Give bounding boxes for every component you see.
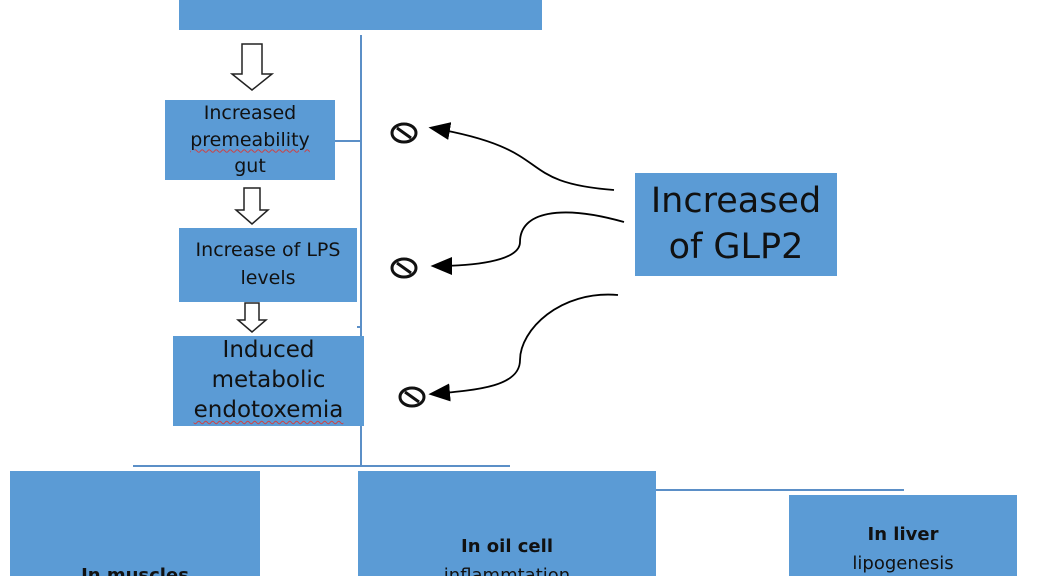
lps-line-1: Increase of LPS bbox=[195, 239, 341, 262]
muscles-box: In muscles bbox=[10, 471, 260, 576]
permeability-box: Increased premeability gut bbox=[165, 100, 335, 180]
liver-detail: lipogenesis bbox=[852, 552, 954, 574]
oil-cell-detail: inflammtation bbox=[443, 564, 571, 576]
glp2-box: Increased of GLP2 bbox=[635, 173, 837, 276]
glp2-line-1: Increased bbox=[650, 181, 822, 221]
glp2-line-2: of GLP2 bbox=[668, 226, 804, 267]
prohibited-icon bbox=[390, 122, 418, 144]
endotoxemia-line-3: endotoxemia bbox=[193, 396, 344, 423]
prohibited-icon bbox=[390, 257, 418, 279]
hollow-down-arrow-icon bbox=[234, 187, 270, 225]
permeability-line-3: gut bbox=[234, 155, 266, 178]
top-box bbox=[179, 0, 542, 30]
prohibited-icon bbox=[398, 386, 426, 408]
endotoxemia-line-2: metabolic bbox=[211, 367, 326, 394]
hollow-down-arrow-icon bbox=[229, 43, 275, 91]
inhibit-arrow-3 bbox=[428, 293, 619, 402]
liver-box: In liver lipogenesis bbox=[789, 495, 1017, 576]
lps-box: Increase of LPS levels bbox=[179, 228, 357, 302]
permeability-line-2: premeability bbox=[190, 128, 310, 151]
permeability-line-1: Increased bbox=[203, 102, 297, 125]
inhibit-arrow-2 bbox=[430, 211, 625, 275]
hollow-down-arrow-icon bbox=[235, 302, 269, 333]
endotoxemia-box: Induced metabolic endotoxemia bbox=[173, 336, 364, 426]
lps-line-2: levels bbox=[240, 267, 296, 289]
muscles-title: In muscles bbox=[81, 565, 189, 576]
oil-cell-box: In oil cell inflammtation bbox=[358, 471, 656, 576]
inhibit-arrow-1 bbox=[428, 122, 615, 191]
liver-title: In liver bbox=[867, 524, 939, 545]
oil-cell-title: In oil cell bbox=[461, 536, 553, 557]
endotoxemia-line-1: Induced bbox=[222, 337, 315, 364]
